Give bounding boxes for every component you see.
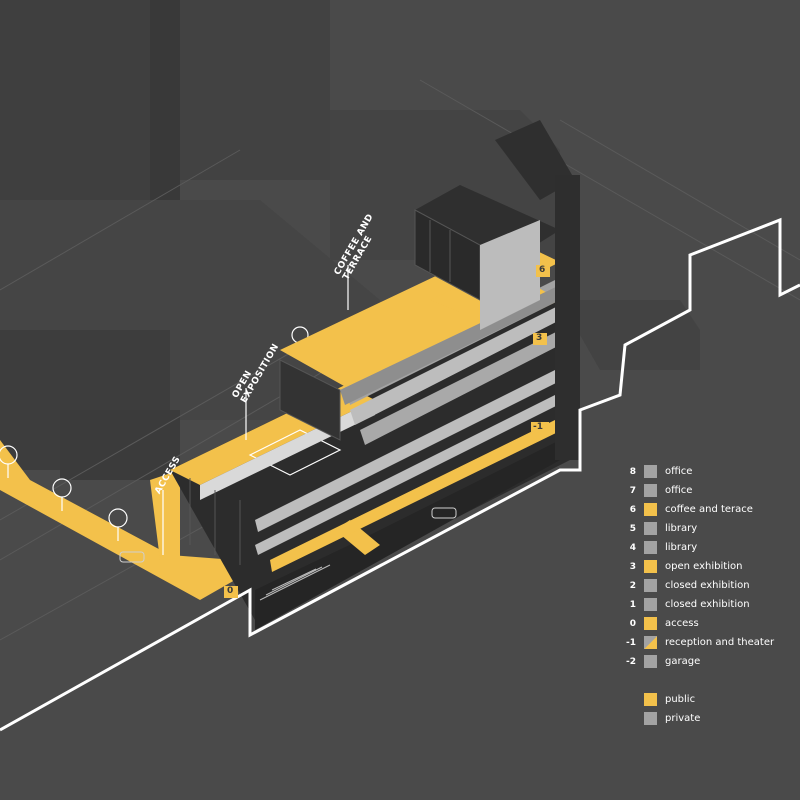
legend-level-text: office: [665, 466, 693, 477]
legend-swatch: [644, 579, 657, 592]
legend-swatch: [644, 712, 657, 725]
legend-level-number: 0: [629, 618, 636, 629]
legend-level-number: -1: [626, 637, 636, 648]
key-row: private: [612, 709, 792, 728]
legend-row: 2 closed exhibition: [612, 576, 792, 595]
level-mark-3: 3: [536, 333, 543, 343]
legend-level-text: library: [665, 523, 698, 534]
legend-level-text: closed exhibition: [665, 599, 750, 610]
legend-swatch: [644, 636, 657, 649]
legend-swatch: [644, 693, 657, 706]
street-access-path: [0, 440, 235, 600]
legend-level-text: access: [665, 618, 699, 629]
legend-level-number: 6: [629, 504, 636, 515]
legend-level-text: reception and theater: [665, 637, 775, 648]
legend-swatch: [644, 560, 657, 573]
legend-level-text: closed exhibition: [665, 580, 750, 591]
legend-levels: 8 office 7 office 6 coffee and terace 5 library…: [612, 462, 792, 671]
legend-level-number: 4: [629, 542, 636, 553]
legend-swatch: [644, 522, 657, 535]
legend-swatch: [644, 598, 657, 611]
legend: 8 office 7 office 6 coffee and terace 5 library…: [612, 462, 792, 728]
legend-level-number: 1: [629, 599, 636, 610]
section-cut-line: [0, 217, 800, 732]
legend-level-number: 7: [629, 485, 636, 496]
legend-swatch: [644, 484, 657, 497]
legend-swatch: [644, 617, 657, 630]
level-mark-6: 6: [539, 265, 546, 275]
legend-level-number: 8: [629, 466, 636, 477]
building: [162, 120, 580, 630]
legend-level-text: open exhibition: [665, 561, 743, 572]
legend-row: 1 closed exhibition: [612, 595, 792, 614]
legend-key: public private: [612, 690, 792, 728]
context-buildings: [0, 0, 180, 480]
legend-level-text: office: [665, 485, 693, 496]
legend-swatch: [644, 655, 657, 668]
legend-swatch: [644, 503, 657, 516]
level-mark-minus-1: -1: [533, 422, 543, 432]
legend-row: 3 open exhibition: [612, 557, 792, 576]
key-text: public: [665, 694, 696, 705]
legend-level-number: 3: [629, 561, 636, 572]
legend-level-text: library: [665, 542, 698, 553]
key-row: public: [612, 690, 792, 709]
legend-row: 8 office: [612, 462, 792, 481]
car-icons: [119, 507, 457, 563]
legend-level-number: 2: [629, 580, 636, 591]
legend-level-text: coffee and terace: [665, 504, 753, 515]
legend-row: 5 library: [612, 519, 792, 538]
legend-swatch: [644, 541, 657, 554]
legend-row: -1 reception and theater: [612, 633, 792, 652]
legend-row: 7 office: [612, 481, 792, 500]
legend-row: 0 access: [612, 614, 792, 633]
key-text: private: [665, 713, 701, 724]
level-mark-0: 0: [227, 586, 234, 596]
legend-level-number: -2: [626, 656, 636, 667]
legend-row: -2 garage: [612, 652, 792, 671]
level-plates: [224, 265, 550, 598]
legend-level-text: garage: [665, 656, 701, 667]
legend-row: 4 library: [612, 538, 792, 557]
legend-level-number: 5: [629, 523, 636, 534]
legend-swatch: [644, 465, 657, 478]
legend-row: 6 coffee and terace: [612, 500, 792, 519]
